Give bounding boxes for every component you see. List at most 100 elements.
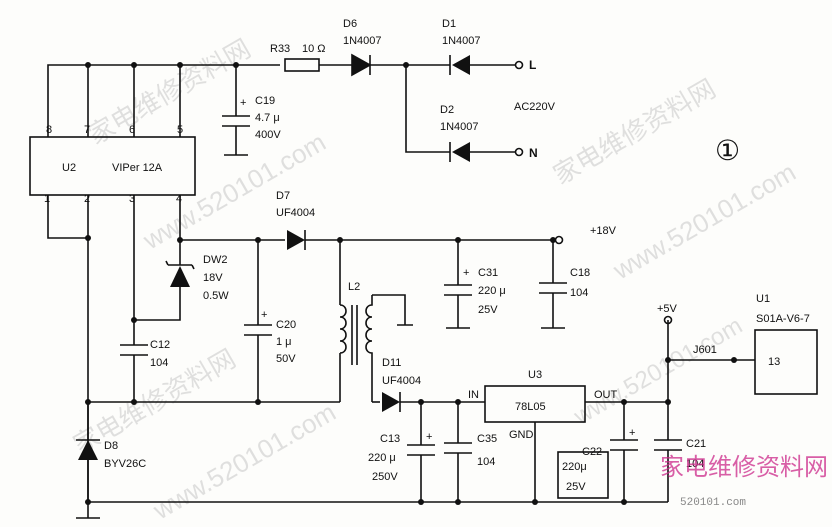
svg-text:家电维修资料网: 家电维修资料网 <box>83 33 256 150</box>
out-5v-label: +5V <box>657 303 678 315</box>
terminal-n <box>514 147 524 157</box>
pin-3-label: 3 <box>129 193 135 205</box>
pin-1-label: 1 <box>44 193 50 205</box>
capacitor-c19 <box>222 65 250 156</box>
c35-ref: C35 <box>477 433 497 445</box>
diode-d11 <box>382 392 400 412</box>
d1-ref: D1 <box>442 18 456 30</box>
c13-ref: C13 <box>380 433 400 445</box>
svg-text:家电维修资料网: 家电维修资料网 <box>548 73 721 190</box>
c20-ref: C20 <box>276 319 296 331</box>
u1-part: S01A-V6-7 <box>756 313 810 325</box>
dw2-ref: DW2 <box>203 254 227 266</box>
terminal-l <box>514 60 524 70</box>
d11-part: UF4004 <box>382 375 421 387</box>
d6-part: 1N4007 <box>343 35 382 47</box>
c12-ref: C12 <box>150 339 170 351</box>
ic-u2-body <box>29 136 196 196</box>
d7-ref: D7 <box>276 190 290 202</box>
terminal-18v <box>554 235 564 245</box>
u3-ref: U3 <box>528 369 542 381</box>
d2-part: 1N4007 <box>440 121 479 133</box>
capacitor-c31 <box>444 240 472 329</box>
junctions <box>85 62 737 505</box>
c13-voltage: 250V <box>372 471 398 483</box>
c12-value: 104 <box>150 357 168 369</box>
d2-ref: D2 <box>440 104 454 116</box>
diode-d8 <box>78 440 98 460</box>
dw2-value: 18V <box>203 272 223 284</box>
pin-7-label: 7 <box>84 124 90 136</box>
watermark-cn-footer: 家电维修资料网 <box>660 454 828 481</box>
c31-ref: C31 <box>478 267 498 279</box>
dw2-power: 0.5W <box>203 290 229 302</box>
resistor-r33 <box>284 58 320 72</box>
capacitor-c13 <box>407 402 435 502</box>
svg-text:+: + <box>426 431 432 443</box>
c20-value: 1 μ <box>276 336 292 348</box>
source-pins-wire <box>47 195 181 502</box>
svg-text:+: + <box>629 427 635 439</box>
svg-text:+: + <box>240 97 246 109</box>
capacitor-c20 <box>244 240 272 402</box>
ac-n-label: N <box>529 146 538 160</box>
svg-text:www.520101.com: www.520101.com <box>569 312 747 431</box>
u3-gnd-label: GND <box>509 429 534 441</box>
pin-4-label: 4 <box>176 193 182 205</box>
d7-part: UF4004 <box>276 207 315 219</box>
inductor-l2-primary <box>339 304 347 402</box>
c20-voltage: 50V <box>276 353 296 365</box>
c13-value: 220 μ <box>368 452 396 464</box>
u1-ref: U1 <box>756 293 770 305</box>
d8-part: BYV26C <box>104 458 146 470</box>
diode-d7 <box>287 230 305 250</box>
diode-d2 <box>452 142 470 162</box>
svg-text:www.520101.com: www.520101.com <box>147 397 341 526</box>
diode-d1 <box>452 55 470 75</box>
d8-ref: D8 <box>104 440 118 452</box>
c22-box <box>557 451 609 499</box>
figure-number: ① <box>715 135 740 166</box>
ic-u2-part: VIPer 12A <box>112 162 163 174</box>
c18-ref: C18 <box>570 267 590 279</box>
d11-ref: D11 <box>382 357 401 369</box>
u3-out-label: OUT <box>594 389 618 401</box>
c31-value: 220 μ <box>478 285 506 297</box>
c22-value: 220μ <box>562 461 587 473</box>
ac-l-label: L <box>529 58 536 72</box>
u1-body <box>754 329 818 395</box>
c31-voltage: 25V <box>478 304 498 316</box>
c22-voltage: 25V <box>566 481 586 493</box>
capacitor-c21 <box>654 402 682 502</box>
inductor-l2-secondary <box>365 295 373 402</box>
u1-pin: 13 <box>768 356 780 368</box>
c35-value: 104 <box>477 456 495 468</box>
c19-voltage: 400V <box>255 129 281 141</box>
terminal-5v <box>663 315 673 325</box>
ic-u2-ref: U2 <box>62 162 76 174</box>
u3-in-label: IN <box>468 389 479 401</box>
capacitor-c22 <box>610 402 638 502</box>
svg-text:www.520101.com: www.520101.com <box>607 157 801 286</box>
out-18v-label: +18V <box>590 225 617 237</box>
d1-part: 1N4007 <box>442 35 481 47</box>
pin-8-label: 8 <box>46 124 52 136</box>
l2-ref: L2 <box>348 281 360 293</box>
drain-pins-wire <box>47 64 280 137</box>
d6-ref: D6 <box>343 18 357 30</box>
capacitor-c12 <box>120 320 148 402</box>
svg-text:www.520101.com: www.520101.com <box>137 127 331 256</box>
j601-ref: J601 <box>693 344 717 356</box>
zener-dw2 <box>134 240 195 321</box>
ac220v-label: AC220V <box>514 101 556 113</box>
capacitor-c18 <box>539 240 567 329</box>
pin-6-label: 6 <box>129 124 135 136</box>
c19-value: 4.7 μ <box>255 112 280 124</box>
u3-part: 78L05 <box>515 401 546 413</box>
svg-text:+: + <box>261 309 267 321</box>
capacitor-c35 <box>444 402 472 502</box>
c21-value: 104 <box>686 458 704 470</box>
c19-ref: C19 <box>255 95 275 107</box>
svg-text:+: + <box>463 267 469 279</box>
